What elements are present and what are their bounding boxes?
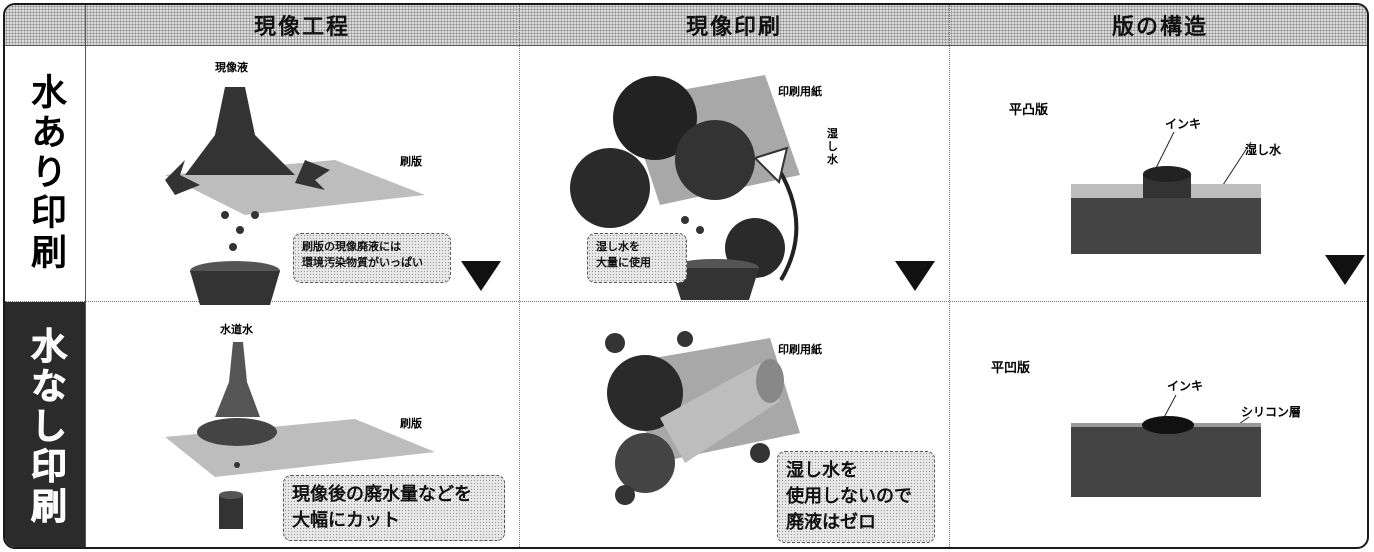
developer-waste-callout: 刷版の現像廃液には 環境汚染物質がいっぱい (293, 233, 451, 283)
dampening-water-callout: 湿し水を 大量に使用 (587, 233, 687, 283)
structure-title: 平凹版 (991, 361, 1031, 376)
header-printing: 現像印刷 (685, 15, 782, 40)
divider-row (5, 301, 1367, 302)
tap-water-label: 水道水 (220, 323, 253, 336)
row-label-with-water: 水あり印刷 (25, 73, 66, 273)
dampening-water-label: 湿し水 (827, 127, 838, 166)
silicone-layer-label: シリコン層 (1241, 405, 1302, 419)
ink-label: インキ (1167, 379, 1204, 393)
plate-label: 刷版 (400, 417, 422, 430)
arrow-down-icon (1325, 255, 1365, 285)
structure-title: 平凸版 (1009, 103, 1049, 118)
developer-label: 現像液 (215, 61, 248, 74)
divider-label-col (85, 5, 86, 547)
plate-label: 刷版 (400, 155, 422, 168)
waste-reduction-callout: 現像後の廃水量などを 大幅にカット (283, 475, 505, 541)
arrow-down-icon (895, 261, 935, 291)
paper-label: 印刷用紙 (778, 343, 822, 356)
row-label-waterless: 水なし印刷 (5, 302, 85, 547)
header-row: 現像工程 現像印刷 版の構造 (5, 5, 1367, 46)
plate-structure-illustration (1071, 394, 1261, 497)
diagram-frame: 現像工程 現像印刷 版の構造 水あり印刷 水なし印刷 現像液 刷版 刷版の現像廃… (3, 3, 1369, 549)
arrow-down-icon (461, 261, 501, 291)
developer-splash-illustration (165, 87, 425, 305)
plate-structure-illustration (1071, 131, 1261, 254)
header-process: 現像工程 (253, 15, 350, 40)
header-structure: 版の構造 (1111, 15, 1208, 40)
tap-water-illustration (165, 342, 435, 529)
zero-waste-callout: 湿し水を 使用しないので 廃液はゼロ (777, 451, 935, 543)
paper-label: 印刷用紙 (778, 85, 822, 98)
press-rollers-illustration (570, 75, 800, 300)
ink-label: インキ (1165, 117, 1202, 131)
dampening-water-label: 湿し水 (1245, 143, 1282, 157)
divider-col-2 (949, 5, 950, 547)
divider-col-1 (519, 5, 520, 547)
waterless-press-illustration (605, 331, 800, 505)
